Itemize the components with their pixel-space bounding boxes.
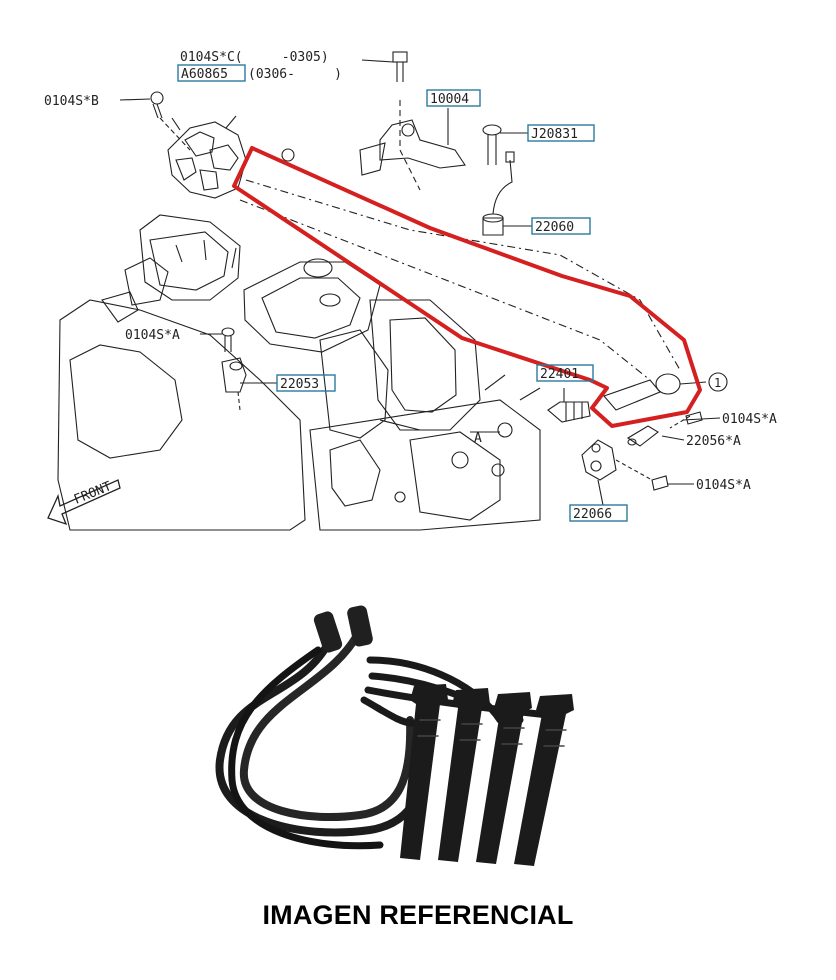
label-22060: 22060 xyxy=(535,220,574,235)
label-a60865-range: (0306- ) xyxy=(248,67,342,82)
label-0104s-c: 0104S*C( -0305) xyxy=(180,50,329,65)
caption-imagen-referencial: IMAGEN REFERENCIAL xyxy=(262,900,574,930)
label-boxes xyxy=(177,64,628,522)
engine-line-art xyxy=(57,51,721,531)
ignition-wire-set-illustration xyxy=(215,605,574,866)
label-22066: 22066 xyxy=(573,507,612,522)
label-22401: 22401 xyxy=(540,367,579,382)
label-22053: 22053 xyxy=(280,377,319,392)
label-0104s-a-left: 0104S*A xyxy=(125,328,180,343)
label-a60865: A60865 xyxy=(181,67,228,82)
callout-one-text: 1 xyxy=(714,376,721,390)
front-arrow-icon xyxy=(47,479,121,526)
front-label: FRONT xyxy=(72,479,114,508)
label-0104s-a-right: 0104S*A xyxy=(722,412,777,427)
label-j20831: J20831 xyxy=(531,127,578,142)
callout-circle-one xyxy=(708,372,728,392)
label-0104s-a-lower: 0104S*A xyxy=(696,478,751,493)
label-22056: 22056*A xyxy=(686,434,741,449)
label-10004: 10004 xyxy=(430,92,469,107)
marker-a: A xyxy=(474,431,482,446)
label-0104s-b: 0104S*B xyxy=(44,94,99,109)
